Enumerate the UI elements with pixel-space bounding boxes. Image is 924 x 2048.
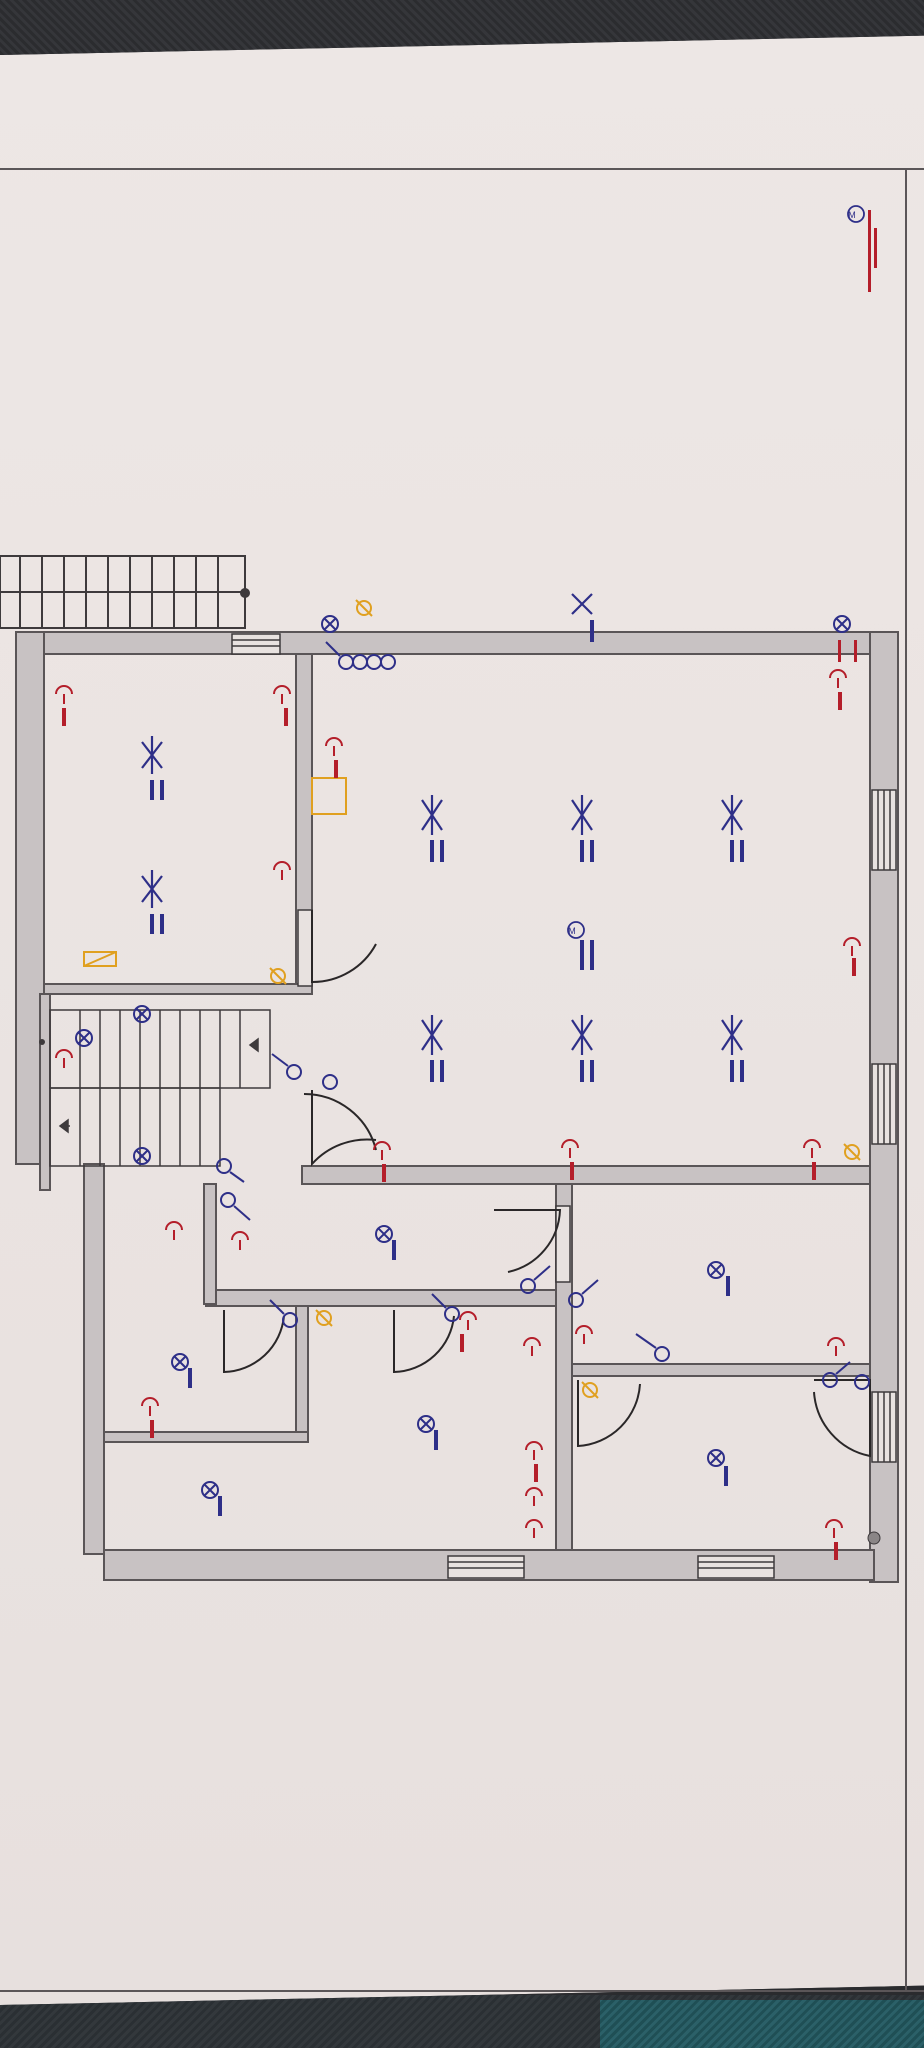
- corner-note-lines: [868, 210, 877, 292]
- socket-icon: [523, 1337, 541, 1356]
- wall-lamp-icon: [581, 1381, 599, 1399]
- switch-icons: [216, 641, 870, 1390]
- switch-icon: [380, 654, 396, 670]
- red-circuit-labels: [62, 640, 857, 1560]
- socket-icon: [325, 737, 343, 756]
- m-marker-icons: [567, 205, 865, 939]
- wall-lamp-icon: [315, 1309, 333, 1327]
- exterior-stairs: [0, 555, 250, 629]
- crossed-circle-lamp-icons: [75, 615, 851, 1499]
- corner-m-label: M: [848, 210, 856, 220]
- switch-icon: [220, 1192, 251, 1221]
- switch-icon: [854, 1374, 870, 1390]
- socket-icon: [525, 1441, 543, 1460]
- crossed-circle-lamp-icon: [707, 1261, 725, 1279]
- ceiling-light-x-icon: [571, 795, 593, 835]
- switch-icon: [520, 1265, 551, 1294]
- socket-icon: [561, 1139, 579, 1158]
- socket-icon: [141, 1397, 159, 1416]
- socket-icon: [825, 1519, 843, 1538]
- socket-icon: [827, 1337, 845, 1356]
- socket-icon: [231, 1231, 249, 1250]
- ceiling-light-x-icon: [721, 795, 743, 835]
- switch-icon: [322, 1074, 338, 1090]
- m-marker-icon: [847, 205, 865, 223]
- crossed-circle-lamp-icon: [833, 615, 851, 633]
- socket-icon: [273, 685, 291, 704]
- windows: [231, 633, 897, 1579]
- junction-icon: [867, 1531, 881, 1545]
- distribution-board-icon: [311, 777, 347, 815]
- sheet-border-right: [905, 168, 907, 1992]
- crossed-circle-lamp-icon: [321, 615, 339, 633]
- crossed-circle-lamp-icon: [171, 1353, 189, 1371]
- crossed-circle-lamp-icon: [201, 1481, 219, 1499]
- socket-icon: [459, 1311, 477, 1330]
- distribution-board-icon: [83, 951, 117, 967]
- socket-icon: [575, 1325, 593, 1344]
- orange-fixtures: [83, 599, 861, 1399]
- room-m-label: M: [568, 926, 576, 936]
- socket-icon: [55, 685, 73, 704]
- switch-icon: [216, 1158, 245, 1183]
- internal-stairs: [49, 1009, 271, 1167]
- socket-icon: [803, 1139, 821, 1158]
- socket-icon: [55, 1049, 73, 1068]
- m-marker-icon: [567, 921, 585, 939]
- wall-lamp-icon: [843, 1143, 861, 1161]
- socket-icon: [165, 1221, 183, 1240]
- ceiling-light-x-icon: [571, 1015, 593, 1055]
- marker-dot-icon: [39, 1039, 45, 1045]
- switch-icon: [568, 1279, 599, 1308]
- switch-icon: [271, 1053, 302, 1080]
- socket-icon: [273, 861, 291, 880]
- switch-icon: [431, 1293, 460, 1322]
- crossed-circle-lamp-icon: [417, 1415, 435, 1433]
- crossed-circle-lamp-icon: [707, 1449, 725, 1467]
- socket-icons: [55, 669, 861, 1538]
- socket-icon: [829, 669, 847, 688]
- ceiling-light-x-icon: [571, 593, 593, 615]
- crossed-circle-lamp-icon: [133, 1147, 151, 1165]
- socket-icon: [373, 1141, 391, 1160]
- ceiling-light-x-icon: [721, 1015, 743, 1055]
- sheet-border-bottom: [0, 1990, 924, 1992]
- switch-icon: [822, 1361, 851, 1388]
- teal-fabric-patch: [600, 2000, 924, 2048]
- sheet-border-top: [0, 168, 924, 170]
- ceiling-light-x-icons: [141, 593, 743, 1055]
- wall-lamp-icon: [355, 599, 373, 617]
- crossed-circle-lamp-icon: [75, 1029, 93, 1047]
- ceiling-light-x-icon: [421, 1015, 443, 1055]
- socket-icon: [525, 1519, 543, 1538]
- ceiling-light-x-icon: [421, 795, 443, 835]
- ceiling-light-x-icon: [141, 870, 163, 908]
- crossed-circle-lamp-icon: [375, 1225, 393, 1243]
- doors: [223, 910, 871, 1458]
- socket-icon: [525, 1487, 543, 1506]
- socket-icon: [843, 937, 861, 956]
- switch-icon: [269, 1299, 298, 1328]
- blue-circuit-labels: [150, 620, 744, 1516]
- wall-lamp-icon: [269, 967, 287, 985]
- ceiling-light-x-icon: [141, 736, 163, 774]
- crossed-circle-lamp-icon: [133, 1005, 151, 1023]
- switch-icon: [635, 1333, 670, 1362]
